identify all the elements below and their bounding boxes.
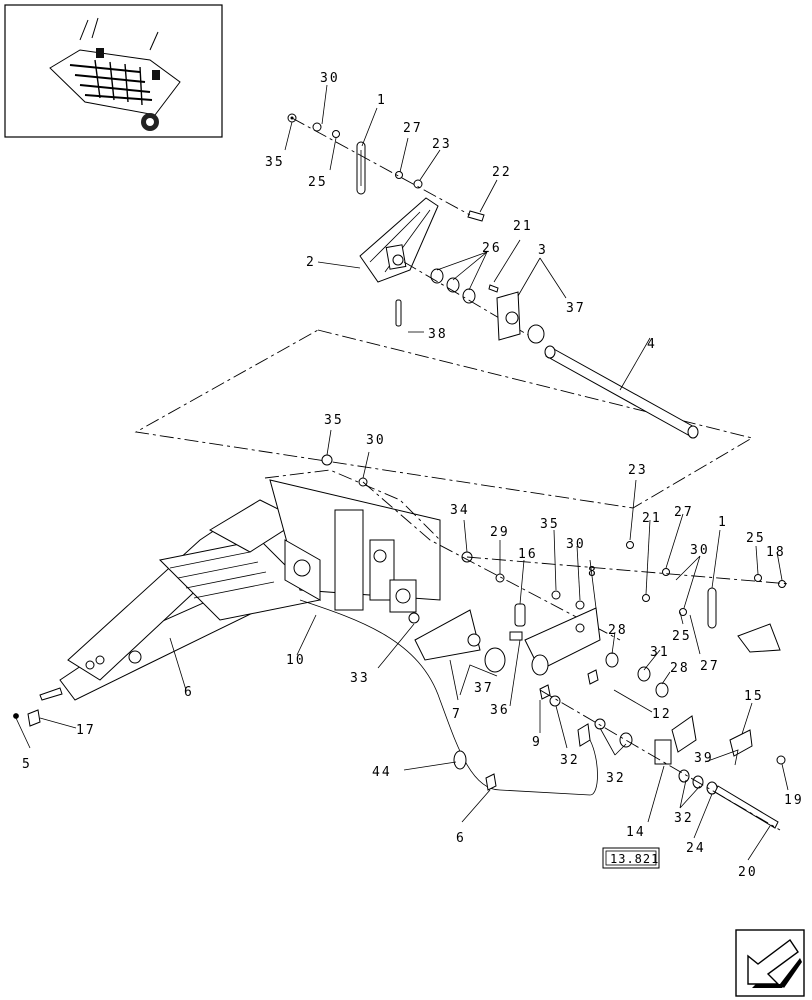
callout-32: 32	[560, 753, 580, 768]
callout-1-b: 1	[718, 515, 728, 530]
callout-35-b: 35	[324, 413, 344, 428]
callout-27: 27	[403, 121, 423, 136]
callout-10: 10	[286, 653, 306, 668]
callout-19: 19	[784, 793, 804, 808]
bracket-part-7	[414, 609, 506, 673]
callout-36: 36	[490, 703, 510, 718]
callout-21: 21	[513, 219, 533, 234]
callout-labels: 30 35 25 1 27 23 22 2 26 21 3 37 38 4 35…	[22, 71, 804, 880]
callout-12: 12	[652, 707, 672, 722]
callout-20: 20	[738, 865, 758, 880]
callout-27-b: 27	[674, 505, 694, 520]
pin-part-38	[395, 299, 402, 327]
callout-32-b: 32	[606, 771, 626, 786]
reference-box[interactable]: 13.821	[602, 847, 660, 869]
callout-23: 23	[432, 137, 452, 152]
callout-16: 16	[518, 547, 538, 562]
hose-part-10	[299, 599, 598, 796]
callout-26: 26	[482, 241, 502, 256]
clip-part-6	[485, 773, 497, 791]
callout-17: 17	[76, 723, 96, 738]
bracket-part-2	[359, 197, 439, 283]
tube-part-4	[544, 345, 699, 439]
callout-22: 22	[492, 165, 512, 180]
middle-hardware	[321, 454, 791, 653]
baler-thumbnail-icon[interactable]	[4, 4, 223, 138]
callout-27-c: 27	[700, 659, 720, 674]
callout-5: 5	[22, 757, 32, 772]
plate-part-3	[488, 284, 545, 344]
callout-38: 38	[428, 327, 448, 342]
navigation-arrow-icon[interactable]	[735, 929, 805, 997]
callout-37-b: 37	[474, 681, 494, 696]
grommet-part-44	[453, 750, 467, 770]
callout-30-d: 30	[690, 543, 710, 558]
callout-28-b: 28	[670, 661, 690, 676]
callout-4: 4	[647, 337, 657, 352]
upper-hardware	[287, 113, 485, 222]
callout-37: 37	[566, 301, 586, 316]
callout-28: 28	[608, 623, 628, 638]
callout-15: 15	[744, 689, 764, 704]
callout-9: 9	[532, 735, 542, 750]
callout-21-b: 21	[642, 511, 662, 526]
callout-14: 14	[626, 825, 646, 840]
callout-35: 35	[265, 155, 285, 170]
frame-assembly	[39, 469, 441, 701]
callout-2: 2	[306, 255, 316, 270]
callout-33: 33	[350, 671, 370, 686]
callout-30-c: 30	[566, 537, 586, 552]
callout-1: 1	[377, 93, 387, 108]
callout-29: 29	[490, 525, 510, 540]
callout-8: 8	[588, 565, 598, 580]
callout-39: 39	[694, 751, 714, 766]
callout-25-c: 25	[672, 629, 692, 644]
callout-30: 30	[320, 71, 340, 86]
callout-30-b: 30	[366, 433, 386, 448]
callout-25-b: 25	[746, 531, 766, 546]
callout-34: 34	[450, 503, 470, 518]
callout-31: 31	[650, 645, 670, 660]
callout-35-c: 35	[540, 517, 560, 532]
callout-18: 18	[766, 545, 786, 560]
leader-lines	[13, 84, 789, 861]
lower-hardware	[539, 652, 786, 831]
callout-3: 3	[538, 243, 548, 258]
callout-6-b: 6	[456, 831, 466, 846]
callout-44: 44	[372, 765, 392, 780]
reference-code: 13.821	[610, 852, 659, 866]
callout-7: 7	[452, 707, 462, 722]
bracket-part-8	[509, 603, 601, 676]
callout-23-b: 23	[628, 463, 648, 478]
callout-6: 6	[184, 685, 194, 700]
callout-32-c: 32	[674, 811, 694, 826]
callout-24: 24	[686, 841, 706, 856]
callout-25: 25	[308, 175, 328, 190]
